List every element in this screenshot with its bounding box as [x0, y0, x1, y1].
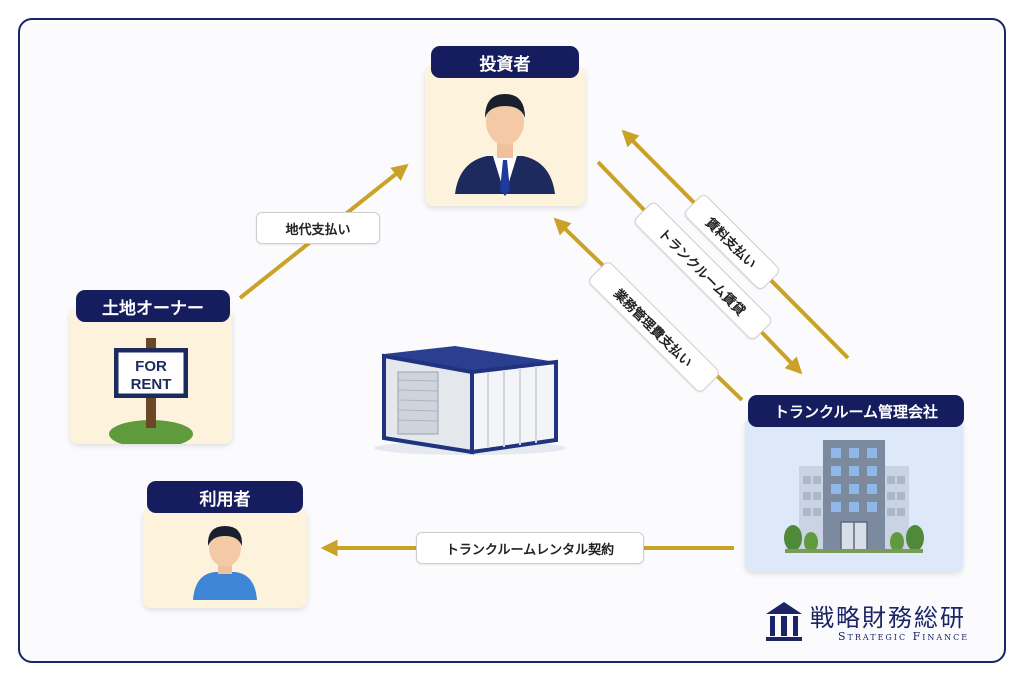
sign-line2: RENT	[131, 376, 172, 393]
land-rent-payment-label: 地代支払い	[256, 212, 380, 244]
rental-contract-label: トランクルームレンタル契約	[416, 532, 644, 564]
management-company-card	[745, 418, 963, 572]
management-company-label: トランクルーム管理会社	[748, 395, 964, 427]
sign-line1: FOR	[135, 358, 167, 375]
logo-building-icon	[766, 602, 802, 641]
logo-title: 戦略財務総研	[810, 604, 966, 632]
for-rent-sign-icon: FOR RENT	[109, 338, 193, 444]
user-label: 利用者	[147, 481, 303, 513]
land-owner-label: 土地オーナー	[76, 290, 230, 322]
user-card	[143, 508, 307, 608]
investor-card	[425, 66, 585, 206]
logo: 戦略財務総研 Strategic Finance	[764, 598, 994, 648]
logo-subtitle: Strategic Finance	[838, 630, 970, 643]
storage-container-icon	[374, 346, 566, 455]
person-icon	[193, 526, 257, 600]
investor-label: 投資者	[431, 46, 579, 78]
office-building-icon	[784, 440, 924, 553]
businessman-icon	[455, 94, 555, 196]
land-owner-card: FOR RENT	[70, 308, 232, 444]
